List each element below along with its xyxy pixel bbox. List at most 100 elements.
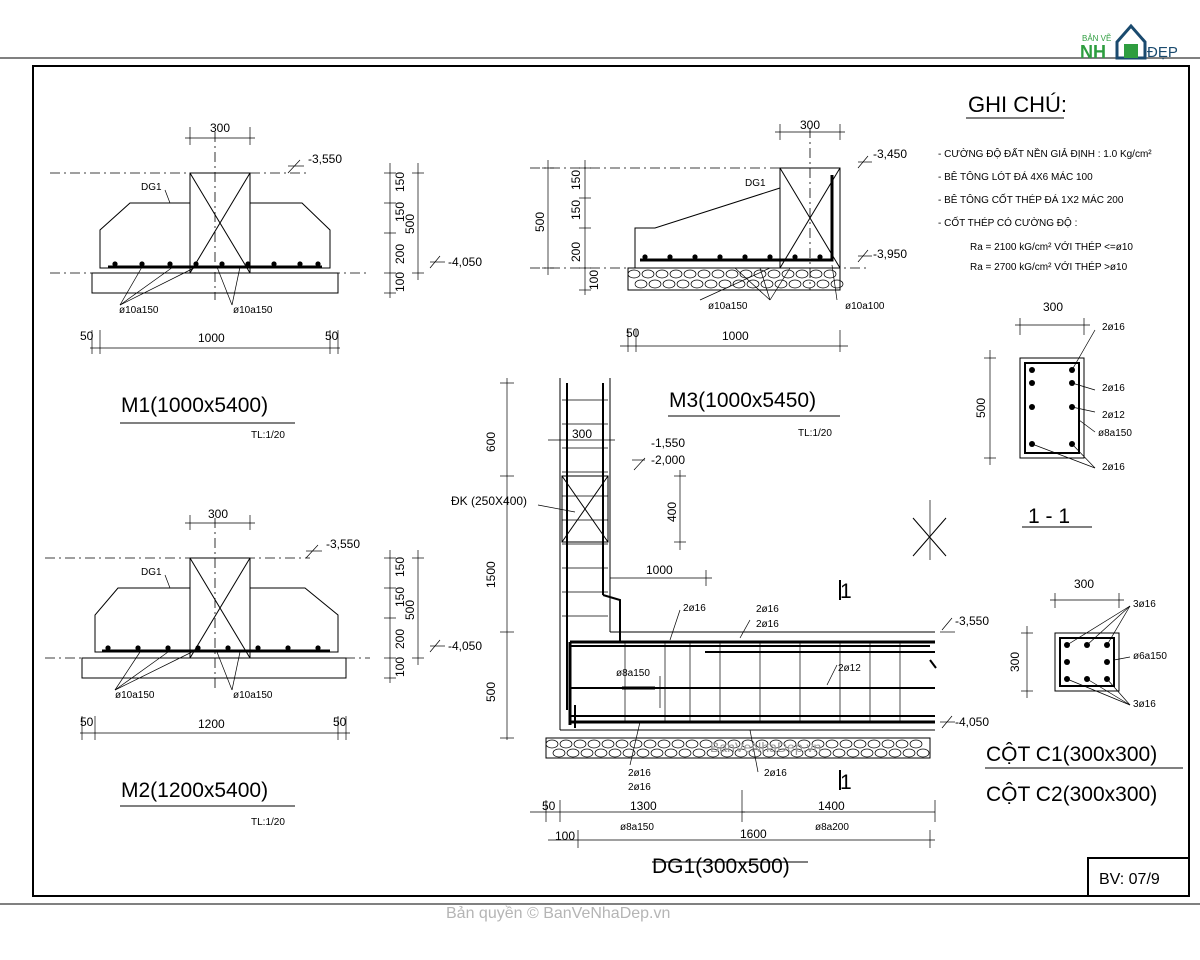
rebar-dot: [105, 645, 111, 651]
m2-dim-200: 200: [393, 629, 407, 649]
m3-scale: TL:1/20: [798, 428, 832, 439]
rebar-dot: [297, 261, 303, 267]
stone: [816, 279, 830, 289]
stone: [713, 739, 727, 749]
stone: [825, 739, 839, 749]
rebar-dot: [193, 261, 199, 267]
m1-dim-200: 200: [393, 244, 407, 264]
stone: [601, 739, 615, 749]
rebar-dot: [315, 261, 321, 267]
m1-rebar-left: ø10a150: [119, 305, 159, 316]
m3-dim-150b: 150: [569, 200, 583, 220]
dg1-title: DG1(300x500): [652, 855, 790, 878]
stone: [769, 739, 783, 749]
stone: [559, 739, 573, 749]
rebar-dot: [767, 254, 773, 260]
stone: [776, 748, 790, 758]
m1-level-top: -3,550: [308, 152, 342, 166]
m2-dim-100: 100: [393, 657, 407, 677]
m1-dim-500: 500: [403, 214, 417, 234]
rebar-dot: [667, 254, 673, 260]
stone: [762, 748, 776, 758]
rebar-dot: [642, 254, 648, 260]
stone: [902, 748, 916, 758]
stone: [830, 279, 844, 289]
dg1-bar-a: 2ø16: [683, 603, 706, 614]
m2-title: M2(1200x5400): [121, 779, 268, 802]
stone: [615, 739, 629, 749]
stone: [774, 279, 788, 289]
m2-scale: TL:1/20: [251, 817, 285, 828]
stone: [718, 279, 732, 289]
stone: [795, 269, 809, 279]
m3-level-bottom: -3,950: [873, 247, 907, 261]
m2-level-bottom: -4,050: [448, 639, 482, 653]
sheet-number-box: [1087, 857, 1190, 897]
m2-beam-label: DG1: [141, 567, 162, 578]
notes-line-2: - BÊ TÔNG LÓT ĐÁ 4X6 MÁC 100: [938, 170, 1093, 183]
dg1-dim-100: 100: [555, 829, 575, 843]
dg1-level-bottom: -4,050: [955, 715, 989, 729]
section11-dim-500: 500: [974, 398, 988, 418]
stone: [704, 279, 718, 289]
stone: [783, 739, 797, 749]
beam-dg1-elevation: [500, 378, 955, 863]
rebar-dot: [817, 254, 823, 260]
stone: [818, 748, 832, 758]
stone: [629, 739, 643, 749]
stone: [634, 279, 648, 289]
m1-rebar-right: ø10a150: [233, 305, 273, 316]
dg1-level-top: -3,550: [955, 614, 989, 628]
section-1-1-drawing: [984, 318, 1096, 528]
m3-title: M3(1000x5450): [669, 389, 816, 412]
stone: [580, 748, 594, 758]
svg-text:ĐẸP: ĐẸP: [1147, 44, 1178, 61]
m3-dim-50: 50: [626, 326, 640, 340]
stone: [909, 739, 923, 749]
stone: [573, 739, 587, 749]
notes-line-3: - BÊ TÔNG CỐT THÉP ĐÁ 1X2 MÁC 200: [938, 192, 1124, 206]
stone: [650, 748, 664, 758]
stone: [767, 269, 781, 279]
stone: [804, 748, 818, 758]
section11-title: 1 - 1: [1028, 505, 1070, 528]
dg1-dim-1300: 1300: [630, 799, 657, 813]
stone: [699, 739, 713, 749]
m2-dim-500: 500: [403, 600, 417, 620]
column-stirrup: ø6a150: [1133, 651, 1167, 662]
stone: [888, 748, 902, 758]
dg1-level-1550: -1,550: [651, 436, 685, 450]
section11-dim-300: 300: [1043, 300, 1063, 314]
m2-dim-150a: 150: [393, 557, 407, 577]
stone: [720, 748, 734, 758]
dg1-bar-d12: 2ø12: [838, 663, 861, 674]
stone: [706, 748, 720, 758]
rebar-dot: [717, 254, 723, 260]
stone: [697, 269, 711, 279]
rebar-dot: [271, 261, 277, 267]
stone: [797, 739, 811, 749]
rebar-dot: [167, 261, 173, 267]
stone: [839, 739, 853, 749]
m2-dim-50-right: 50: [333, 715, 347, 729]
rebar-dot: [245, 261, 251, 267]
notes-line-6: Ra = 2700 kG/cm² VỚI THÉP >ø10: [970, 260, 1128, 273]
watermark-inline: BanVeNhaDep.vn: [710, 739, 821, 755]
dg1-dim-300: 300: [572, 427, 592, 441]
m3-level-top: -3,450: [873, 147, 907, 161]
stone: [802, 279, 816, 289]
dg1-dim-600: 600: [484, 432, 498, 452]
dg1-dim-400: 400: [665, 502, 679, 522]
rebar-dot: [255, 645, 261, 651]
stone: [685, 739, 699, 749]
stone: [725, 269, 739, 279]
stone: [788, 279, 802, 289]
rebar-dot: [285, 645, 291, 651]
m1-dim-100: 100: [393, 272, 407, 292]
stone: [627, 269, 641, 279]
dg1-dim-1600: 1600: [740, 827, 767, 841]
m1-scale: TL:1/20: [251, 430, 285, 441]
dg1-dim-1400: 1400: [818, 799, 845, 813]
stone: [622, 748, 636, 758]
m1-dim-50-left: 50: [80, 329, 94, 343]
